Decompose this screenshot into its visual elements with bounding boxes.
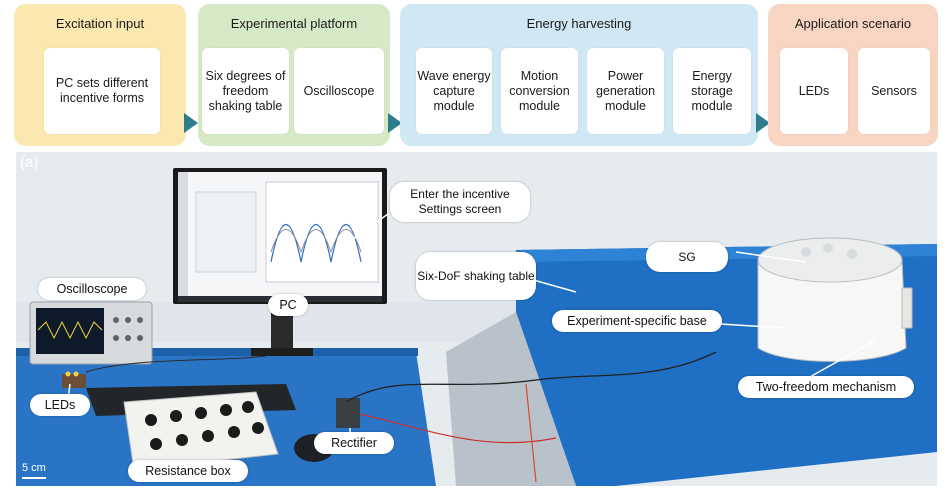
flow-arrow-2 xyxy=(388,113,402,133)
tag-oscilloscope: Oscilloscope xyxy=(38,278,146,300)
card-leds: LEDs xyxy=(780,48,848,134)
flow-arrow-3 xyxy=(756,113,770,133)
platform-panel: Experimental platform Six degrees of fre… xyxy=(198,4,390,146)
tag-resistance-box: Resistance box xyxy=(128,460,248,482)
tag-leds: LEDs xyxy=(30,394,90,416)
experiment-photo: (a) Enter the incentive Settings screen … xyxy=(16,152,937,486)
tag-pc: PC xyxy=(268,294,308,316)
excitation-title: Excitation input xyxy=(55,16,145,31)
tag-rectifier: Rectifier xyxy=(314,432,394,454)
tag-base: Experiment-specific base xyxy=(552,310,722,332)
callout-sg: SG xyxy=(646,242,728,272)
card-wave-capture: Wave energy capture module xyxy=(416,48,492,134)
card-power-generation: Power generation module xyxy=(587,48,664,134)
card-oscilloscope: Oscilloscope xyxy=(294,48,384,134)
card-sensors: Sensors xyxy=(858,48,930,134)
tag-mechanism: Two-freedom mechanism xyxy=(738,376,914,398)
application-title: Application scenario xyxy=(794,16,912,31)
callout-shaking-table: Six-DoF shaking table xyxy=(416,252,536,300)
flow-arrow-1 xyxy=(184,113,198,133)
scale-label: 5 cm xyxy=(22,462,46,474)
card-motion-conversion: Motion conversion module xyxy=(501,48,578,134)
panel-label: (a) xyxy=(20,154,39,171)
energy-panel: Energy harvesting Wave energy capture mo… xyxy=(400,4,758,146)
excitation-panel: Excitation input PC sets different incen… xyxy=(14,4,186,146)
application-panel: Application scenario LEDs Sensors xyxy=(768,4,938,146)
energy-title: Energy harvesting xyxy=(526,16,632,31)
card-energy-storage: Energy storage module xyxy=(673,48,751,134)
platform-title: Experimental platform xyxy=(230,16,358,31)
card-six-dof-table: Six degrees of freedom shaking table xyxy=(202,48,289,134)
callout-screen: Enter the incentive Settings screen xyxy=(390,182,530,222)
card-pc-incentive: PC sets different incentive forms xyxy=(44,48,160,134)
